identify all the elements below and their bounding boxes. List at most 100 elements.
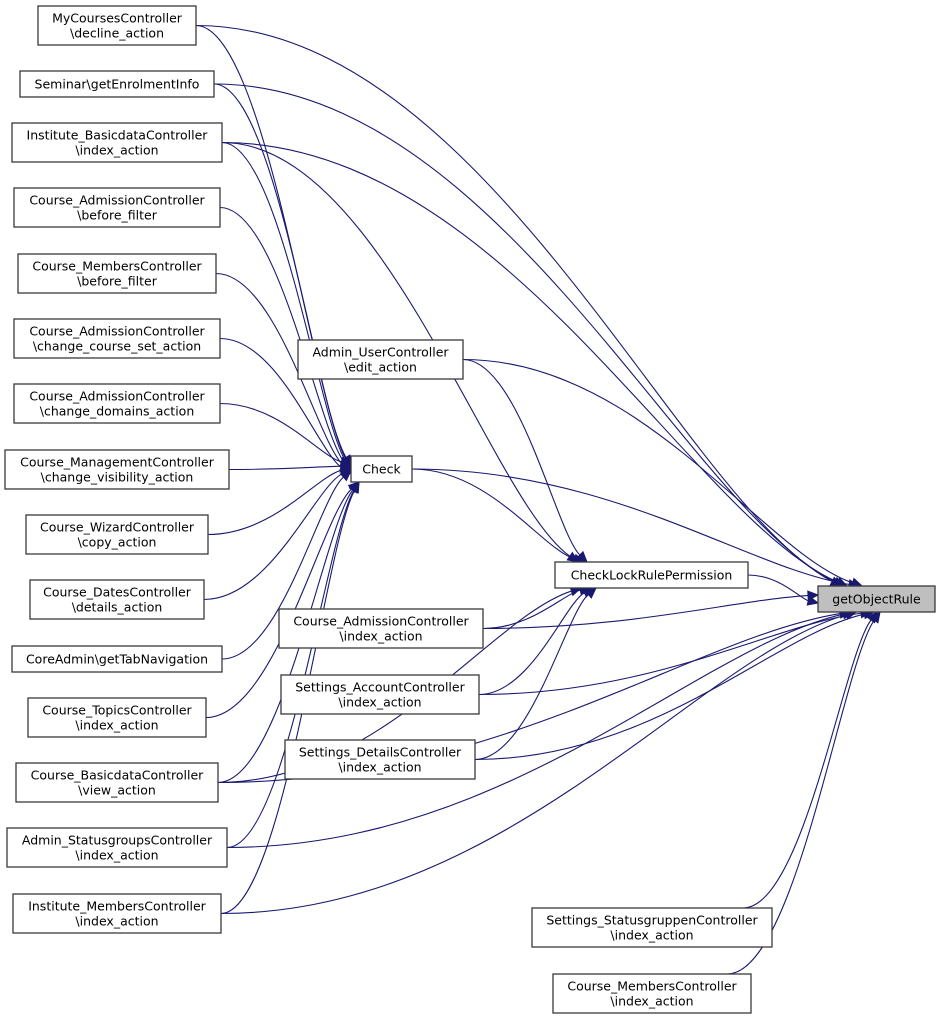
node-box[interactable] xyxy=(11,122,223,163)
node-box[interactable] xyxy=(280,674,480,715)
arrowhead-icon xyxy=(869,611,881,624)
node-coursebasic-view[interactable]: Course_BasicdataController\view_action xyxy=(15,762,219,803)
node-box[interactable] xyxy=(552,973,752,1014)
node-label: \decline_action xyxy=(70,26,164,41)
edge-check-to-getobjectrule xyxy=(411,468,850,585)
node-box[interactable] xyxy=(12,893,222,934)
node-courseadm-index[interactable]: Course_AdmissionController\index_action xyxy=(278,608,484,649)
node-label: Course_WizardController xyxy=(40,520,195,535)
node-label: Settings_DetailsController xyxy=(299,745,462,760)
node-box[interactable] xyxy=(15,762,219,803)
node-getobjectrule[interactable]: getObjectRule xyxy=(817,585,936,613)
node-box[interactable] xyxy=(554,561,749,589)
node-label: \change_course_set_action xyxy=(33,339,201,354)
node-label: \change_domains_action xyxy=(40,404,195,419)
node-box[interactable] xyxy=(4,449,230,490)
edge-courseadm-courseset-to-check xyxy=(219,337,343,469)
node-coursetopics-index[interactable]: Course_TopicsController\index_action xyxy=(27,697,207,738)
node-settingsacc-index[interactable]: Settings_AccountController\index_action xyxy=(280,674,480,715)
edge-seminar-getenrolmentinfo-to-check xyxy=(213,83,347,460)
node-label: Course_AdmissionController xyxy=(29,389,205,404)
node-adminuser-edit[interactable]: Admin_UserController\edit_action xyxy=(297,339,464,380)
edge-instmembers-index-to-getobjectrule xyxy=(220,614,847,915)
edge-coreadmin-tabnav-to-check xyxy=(221,476,344,660)
node-instbasic-index[interactable]: Institute_BasicdataController\index_acti… xyxy=(11,122,223,163)
node-label: MyCoursesController xyxy=(52,11,183,26)
node-label: Seminar\getEnrolmentInfo xyxy=(35,77,200,92)
edge-settingsacc-index-to-checklockrulepermission xyxy=(478,592,585,696)
node-coursedates-details[interactable]: Course_DatesController\details_action xyxy=(29,579,205,620)
node-box[interactable] xyxy=(6,827,228,868)
node-settingsdet-index[interactable]: Settings_DetailsController\index_action xyxy=(284,739,476,780)
node-label: Check xyxy=(362,462,401,477)
node-box[interactable] xyxy=(13,187,221,228)
node-label: Institute_BasicdataController xyxy=(27,128,209,143)
edge-coursemgmt-visibility-to-check xyxy=(228,465,342,471)
node-box[interactable] xyxy=(350,455,413,483)
edge-adminuser-edit-to-getobjectrule xyxy=(462,358,853,584)
node-label: Institute_MembersController xyxy=(28,899,206,914)
edge-instbasic-index-to-checklockrulepermission xyxy=(221,141,571,557)
node-box[interactable] xyxy=(25,514,209,555)
edges-layer xyxy=(195,24,881,975)
arrowhead-icon xyxy=(575,550,588,563)
arrowhead-icon xyxy=(584,587,597,599)
node-box[interactable] xyxy=(817,585,936,613)
node-settingsstatus-index[interactable]: Settings_StatusgruppenController\index_a… xyxy=(531,907,773,948)
edge-coursemem-index-to-getobjectrule xyxy=(727,619,875,975)
node-instmembers-index[interactable]: Institute_MembersController\index_action xyxy=(12,893,222,934)
node-box[interactable] xyxy=(284,739,476,780)
node-label: CheckLockRulePermission xyxy=(571,568,733,583)
edge-instmembers-index-to-check xyxy=(220,490,355,915)
edge-coursebasic-view-to-check xyxy=(217,489,354,784)
node-label: Admin_StatusgroupsController xyxy=(22,833,213,848)
node-courseadm-domains[interactable]: Course_AdmissionController\change_domain… xyxy=(13,383,221,424)
edge-courseadm-index-to-checklockrulepermission xyxy=(482,589,581,630)
node-box[interactable] xyxy=(17,253,217,294)
arrowhead-icon xyxy=(349,480,360,494)
node-label: CoreAdmin\getTabNavigation xyxy=(26,652,208,667)
node-box[interactable] xyxy=(19,70,215,98)
node-box[interactable] xyxy=(13,318,221,359)
edge-mycourses-decline-to-getobjectrule xyxy=(195,24,833,582)
node-label: \index_action xyxy=(610,928,693,943)
node-coreadmin-tabnav[interactable]: CoreAdmin\getTabNavigation xyxy=(11,645,223,673)
node-box[interactable] xyxy=(13,383,221,424)
edge-adminuser-edit-to-checklockrulepermission xyxy=(462,358,581,556)
node-label: \index_action xyxy=(75,143,158,158)
edge-settingsdet-index-to-getobjectrule xyxy=(474,613,865,761)
node-courseadm-before[interactable]: Course_AdmissionController\before_filter xyxy=(13,187,221,228)
node-box[interactable] xyxy=(29,579,205,620)
node-seminar-getenrolmentinfo[interactable]: Seminar\getEnrolmentInfo xyxy=(19,70,215,98)
node-label: \before_filter xyxy=(77,208,158,223)
node-label: Course_AdmissionController xyxy=(293,614,469,629)
node-label: \index_action xyxy=(75,914,158,929)
node-box[interactable] xyxy=(278,608,484,649)
node-box[interactable] xyxy=(531,907,773,948)
node-mycourses-decline[interactable]: MyCoursesController\decline_action xyxy=(37,5,197,46)
node-label: \copy_action xyxy=(78,535,157,550)
node-box[interactable] xyxy=(37,5,197,46)
node-box[interactable] xyxy=(27,697,207,738)
node-courseadm-courseset[interactable]: Course_AdmissionController\change_course… xyxy=(13,318,221,359)
node-coursewiz-copy[interactable]: Course_WizardController\copy_action xyxy=(25,514,209,555)
node-label: getObjectRule xyxy=(832,592,921,607)
node-checklockrulepermission[interactable]: CheckLockRulePermission xyxy=(554,561,749,589)
node-coursemgmt-visibility[interactable]: Course_ManagementController\change_visib… xyxy=(4,449,230,490)
node-adminstatus-index[interactable]: Admin_StatusgroupsController\index_actio… xyxy=(6,827,228,868)
edge-settingsstatus-index-to-getobjectrule xyxy=(743,619,872,909)
edge-check-to-checklockrulepermission xyxy=(411,468,575,560)
node-label: \view_action xyxy=(78,783,156,798)
edge-settingsacc-index-to-getobjectrule xyxy=(478,612,862,696)
nodes-layer: getObjectRule CheckCheckLockRulePermissio… xyxy=(4,5,936,1014)
node-coursemem-index[interactable]: Course_MembersController\index_action xyxy=(552,973,752,1014)
node-coursemem-before[interactable]: Course_MembersController\before_filter xyxy=(17,253,217,294)
node-label: \index_action xyxy=(75,718,158,733)
node-box[interactable] xyxy=(297,339,464,380)
node-label: Course_ManagementController xyxy=(20,455,215,470)
node-box[interactable] xyxy=(11,645,223,673)
edge-courseadm-before-to-check xyxy=(219,206,346,464)
node-label: Course_DatesController xyxy=(43,585,192,600)
node-check[interactable]: Check xyxy=(350,455,413,483)
